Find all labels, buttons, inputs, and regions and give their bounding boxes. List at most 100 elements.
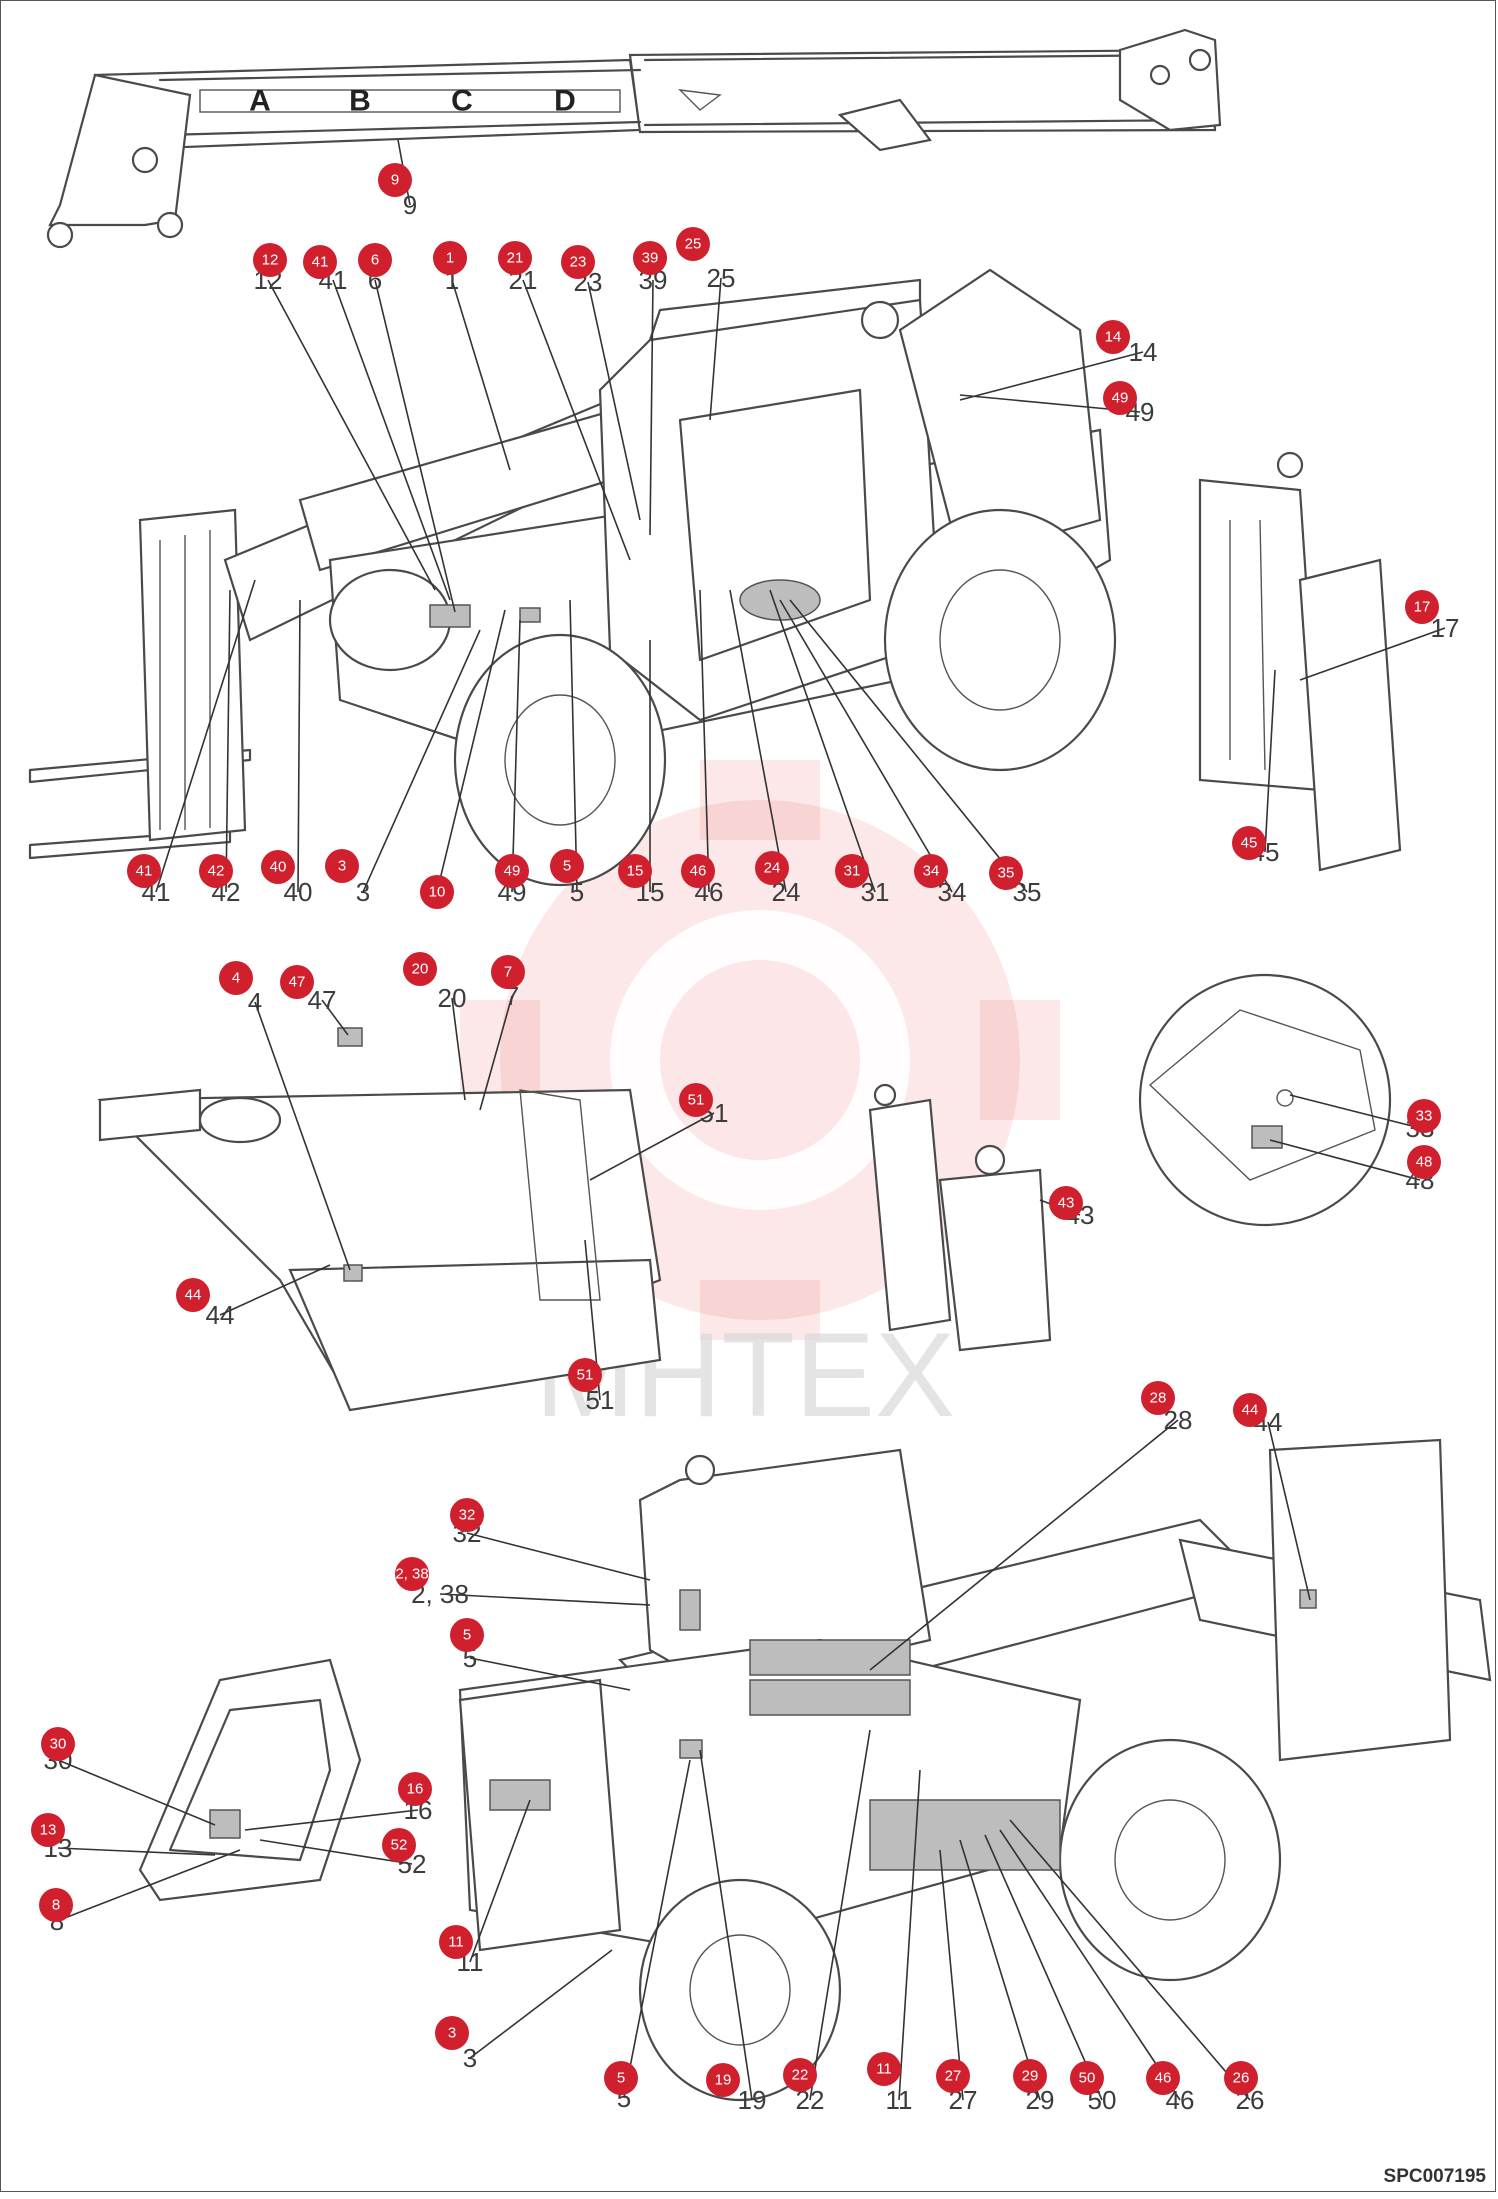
callout-marker: 40 — [261, 850, 295, 884]
callout-marker-number: 27 — [945, 2068, 962, 2085]
callout-leader-line — [699, 1749, 753, 2101]
cab-detail — [138, 1658, 362, 1902]
callout-marker-number: 49 — [504, 863, 521, 880]
callout-marker-circle — [450, 1498, 484, 1532]
callout-marker-circle — [358, 243, 392, 277]
callout-marker: 2, 38 — [395, 1557, 429, 1591]
callout-marker-number: 4 — [232, 970, 240, 987]
callout-marker-circle — [382, 1828, 416, 1862]
callout-label: 25 — [707, 263, 736, 293]
callout-label: 19 — [738, 2085, 767, 2115]
callout-label: 31 — [861, 877, 890, 907]
callout-marker-circle — [1049, 1186, 1083, 1220]
callout-leader-line — [332, 279, 451, 601]
callout-marker-circle — [561, 245, 595, 279]
callout-marker-number: 48 — [1416, 1154, 1433, 1171]
callout-marker: 6 — [358, 243, 392, 277]
callout-marker: 52 — [382, 1828, 416, 1862]
callout-leader-line — [436, 609, 506, 893]
callout-marker: 32 — [450, 1498, 484, 1532]
callout-marker: 43 — [1049, 1186, 1083, 1220]
callout-leader-line — [709, 277, 722, 421]
callout-marker: 51 — [679, 1083, 713, 1117]
callout-marker-number: 10 — [429, 884, 446, 901]
callout-marker: 11 — [439, 1925, 473, 1959]
callout-marker-circle — [550, 849, 584, 883]
callout-marker-circle — [914, 854, 948, 888]
callout-marker-number: 46 — [690, 863, 707, 880]
callout-leader-line — [469, 1949, 613, 2059]
callout-marker: 11 — [867, 2052, 901, 2086]
callout-marker: 15 — [618, 854, 652, 888]
callout-leader-line — [362, 629, 481, 893]
engine-bay-detail — [97, 1027, 662, 1412]
callout-leader-line — [789, 599, 1028, 893]
callout-marker-circle — [403, 952, 437, 986]
callout-marker: 29 — [1013, 2059, 1047, 2093]
callout-marker-number: 44 — [185, 1287, 202, 1304]
callout-marker: 14 — [1096, 320, 1130, 354]
callout-label: 3 — [356, 877, 370, 907]
callout-marker: 19 — [706, 2063, 740, 2097]
callout-marker: 34 — [914, 854, 948, 888]
callout-label: 14 — [1129, 337, 1158, 367]
callout-label: 5 — [570, 877, 584, 907]
callout-marker-number: 5 — [563, 858, 571, 875]
callout-marker-number: 24 — [764, 860, 781, 877]
callout-leader-line — [589, 1112, 715, 1181]
callout-marker-circle — [439, 1925, 473, 1959]
callout-marker-circle — [395, 1557, 429, 1591]
callout-marker: 48 — [1407, 1145, 1441, 1179]
callout-marker: 10 — [420, 875, 454, 909]
callout-marker: 20 — [403, 952, 437, 986]
callout-leader-line — [254, 1001, 351, 1271]
callout-marker: 4 — [219, 961, 253, 995]
callout-marker-circle — [1070, 2061, 1104, 2095]
callout-marker-circle — [618, 854, 652, 888]
callout-leader-line — [809, 1729, 871, 2101]
callout-leader-line — [439, 1593, 651, 1606]
callout-leader-line — [1299, 627, 1446, 681]
callout-leader-line — [466, 1532, 651, 1581]
callout-marker-circle — [1224, 2061, 1258, 2095]
boom-letter-c: C — [451, 85, 473, 118]
callout-marker-circle — [1407, 1145, 1441, 1179]
callout-marker-circle — [176, 1278, 210, 1312]
callout-marker: 35 — [989, 856, 1023, 890]
callout-leader-line — [587, 281, 641, 521]
callout-marker-number: 25 — [685, 236, 702, 253]
callout-marker: 13 — [31, 1813, 65, 1847]
callout-label: 4 — [248, 987, 262, 1017]
callout-marker-number: 45 — [1241, 835, 1258, 852]
callout-marker-circle — [936, 2059, 970, 2093]
callout-marker-circle — [783, 2058, 817, 2092]
callout-leader-line — [984, 1834, 1103, 2101]
callout-marker-number: 39 — [642, 250, 659, 267]
callout-marker: 3 — [435, 2016, 469, 2050]
callout-marker-number: 3 — [448, 2025, 456, 2042]
callout-marker: 24 — [755, 851, 789, 885]
callout-marker: 17 — [1405, 590, 1439, 624]
callout-marker-circle — [1233, 1393, 1267, 1427]
callout-marker-circle — [378, 163, 412, 197]
callout-marker: 44 — [1233, 1393, 1267, 1427]
callout-marker-circle — [679, 1083, 713, 1117]
callout-marker-circle — [127, 854, 161, 888]
callout-marker-circle — [1232, 826, 1266, 860]
callout-marker-circle — [303, 245, 337, 279]
callout-leader-line — [155, 579, 256, 893]
callout-marker-circle — [989, 856, 1023, 890]
callout-marker-number: 20 — [412, 961, 429, 978]
callout-leader-line — [729, 589, 787, 893]
callout-marker-number: 11 — [876, 2061, 892, 2078]
callout-marker-circle — [495, 854, 529, 888]
callout-leader-line — [267, 279, 436, 591]
callout-marker-circle — [435, 2016, 469, 2050]
callout-marker: 49 — [495, 854, 529, 888]
callout-leader-line — [769, 589, 876, 893]
callout-marker-circle — [633, 241, 667, 275]
callout-marker-number: 16 — [407, 1781, 424, 1798]
callout-marker-number: 50 — [1079, 2070, 1096, 2087]
callout-marker-number: 31 — [844, 863, 861, 880]
callout-marker-number: 15 — [627, 863, 644, 880]
